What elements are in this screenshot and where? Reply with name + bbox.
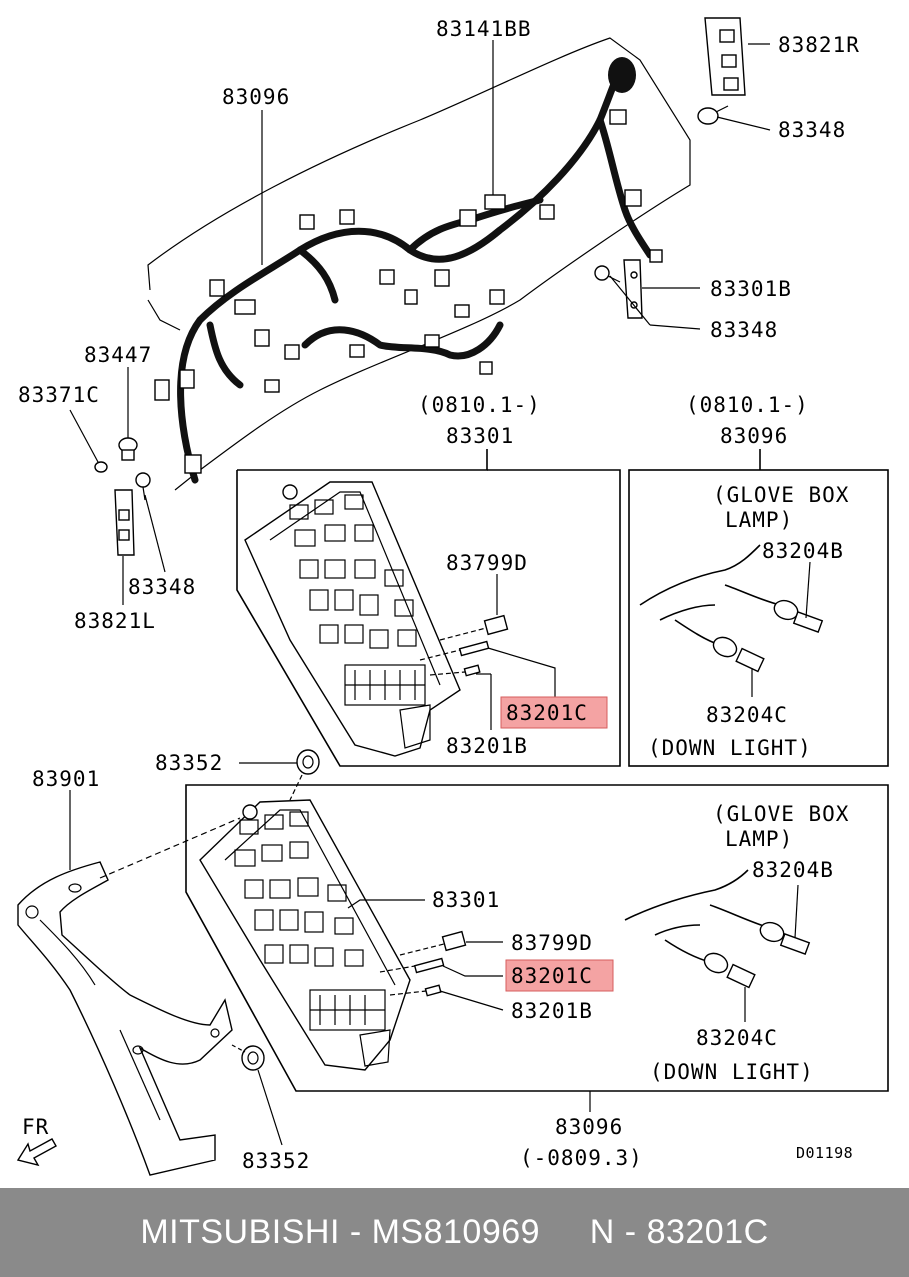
- screw-83348-mid: [594, 265, 621, 283]
- bracket-83301B: [623, 259, 643, 319]
- box-bottom-83301: 83301: [432, 888, 500, 912]
- label-83348-mid: 83348: [710, 318, 778, 342]
- dashboard-outline: [147, 37, 691, 491]
- left-box-parts: [419, 614, 509, 677]
- box-right-83204C: 83204C: [706, 703, 788, 727]
- box-left-83201B: 83201B: [446, 734, 528, 758]
- label-83352-top: 83352: [155, 751, 223, 775]
- right-box-wires: [639, 544, 824, 697]
- label-83821L: 83821L: [74, 609, 156, 633]
- label-83901: 83901: [32, 767, 100, 791]
- bolt-83447: [118, 437, 138, 461]
- box-right-83204B: 83204B: [762, 539, 844, 563]
- box-right-frame: (0810.1-) 83096: [628, 393, 889, 767]
- box-right-down: (DOWN LIGHT): [648, 736, 812, 760]
- label-83371C: 83371C: [18, 383, 100, 407]
- box-right-date: (0810.1-): [686, 393, 809, 417]
- box-bottom-83799D: 83799D: [511, 931, 593, 955]
- nut-83352-top: [239, 749, 320, 801]
- bottom-box-leaders: [347, 899, 504, 1011]
- box-right-part: 83096: [720, 424, 788, 448]
- box-bottom-date: (-0809.3): [520, 1146, 643, 1170]
- screw-83348-left: [135, 472, 151, 501]
- label-83301B: 83301B: [710, 277, 792, 301]
- label-83447: 83447: [84, 343, 152, 367]
- box-bottom-part: 83096: [555, 1115, 623, 1139]
- label-83141BB: 83141BB: [436, 17, 532, 41]
- label-83096-top: 83096: [222, 85, 290, 109]
- label-83352-bottom: 83352: [242, 1149, 310, 1173]
- box-bottom-83201B: 83201B: [511, 999, 593, 1023]
- parts-diagram: 83141BB 83096 83821R 83348 83301B 83348 …: [16, 17, 889, 1176]
- diagram-code: D01198: [796, 1144, 853, 1162]
- harness-connectors: [154, 109, 663, 474]
- box-left-date: (0810.1-): [418, 393, 541, 417]
- box-left-83201C: 83201C: [506, 701, 588, 725]
- footer-part-number: MITSUBISHI - MS810969 N - 83201C: [140, 1213, 769, 1251]
- box-left-83799D: 83799D: [446, 551, 528, 575]
- box-bottom-83204B: 83204B: [752, 858, 834, 882]
- label-fr: FR: [22, 1115, 49, 1139]
- box-left-part: 83301: [446, 424, 514, 448]
- bracket-83821R: [704, 17, 746, 96]
- top-leaders: [69, 40, 771, 605]
- footer-bar: MITSUBISHI - MS810969 N - 83201C: [0, 1188, 909, 1277]
- bracket-83821L: [114, 489, 135, 556]
- front-arrow-icon: [16, 1138, 57, 1167]
- label-83821R: 83821R: [778, 33, 860, 57]
- clip-83371C: [94, 461, 108, 473]
- box-left-frame: (0810.1-) 83301: [236, 393, 621, 767]
- highlight-83201C-bottom: [505, 959, 614, 992]
- box-bottom-glove2: LAMP): [725, 827, 793, 851]
- box-bottom-83201C: 83201C: [511, 964, 593, 988]
- highlight-83201C-left: [500, 696, 608, 729]
- screw-83348-top: [697, 105, 729, 125]
- box-bottom-down: (DOWN LIGHT): [650, 1060, 814, 1084]
- label-83348-top: 83348: [778, 118, 846, 142]
- wire-harness: [177, 57, 654, 484]
- bottom-box-wires: [624, 869, 811, 1022]
- box-bottom-frame: [185, 784, 889, 1112]
- box-bottom-83204C: 83204C: [696, 1026, 778, 1050]
- fuse-block-bottom: [199, 799, 411, 1071]
- box-bottom-glove1: (GLOVE BOX: [713, 802, 849, 826]
- nut-83352-bottom: [231, 1044, 283, 1146]
- bottom-box-parts: [379, 930, 467, 997]
- top-labels: 83141BB 83096 83821R 83348 83301B 83348 …: [18, 17, 860, 633]
- box-right-glove1: (GLOVE BOX: [713, 483, 849, 507]
- label-83348-left: 83348: [128, 575, 196, 599]
- left-box-leaders: [476, 574, 556, 730]
- box-right-glove2: LAMP): [725, 508, 793, 532]
- bracket-83901: [17, 817, 241, 1176]
- fuse-block-left: [244, 481, 461, 757]
